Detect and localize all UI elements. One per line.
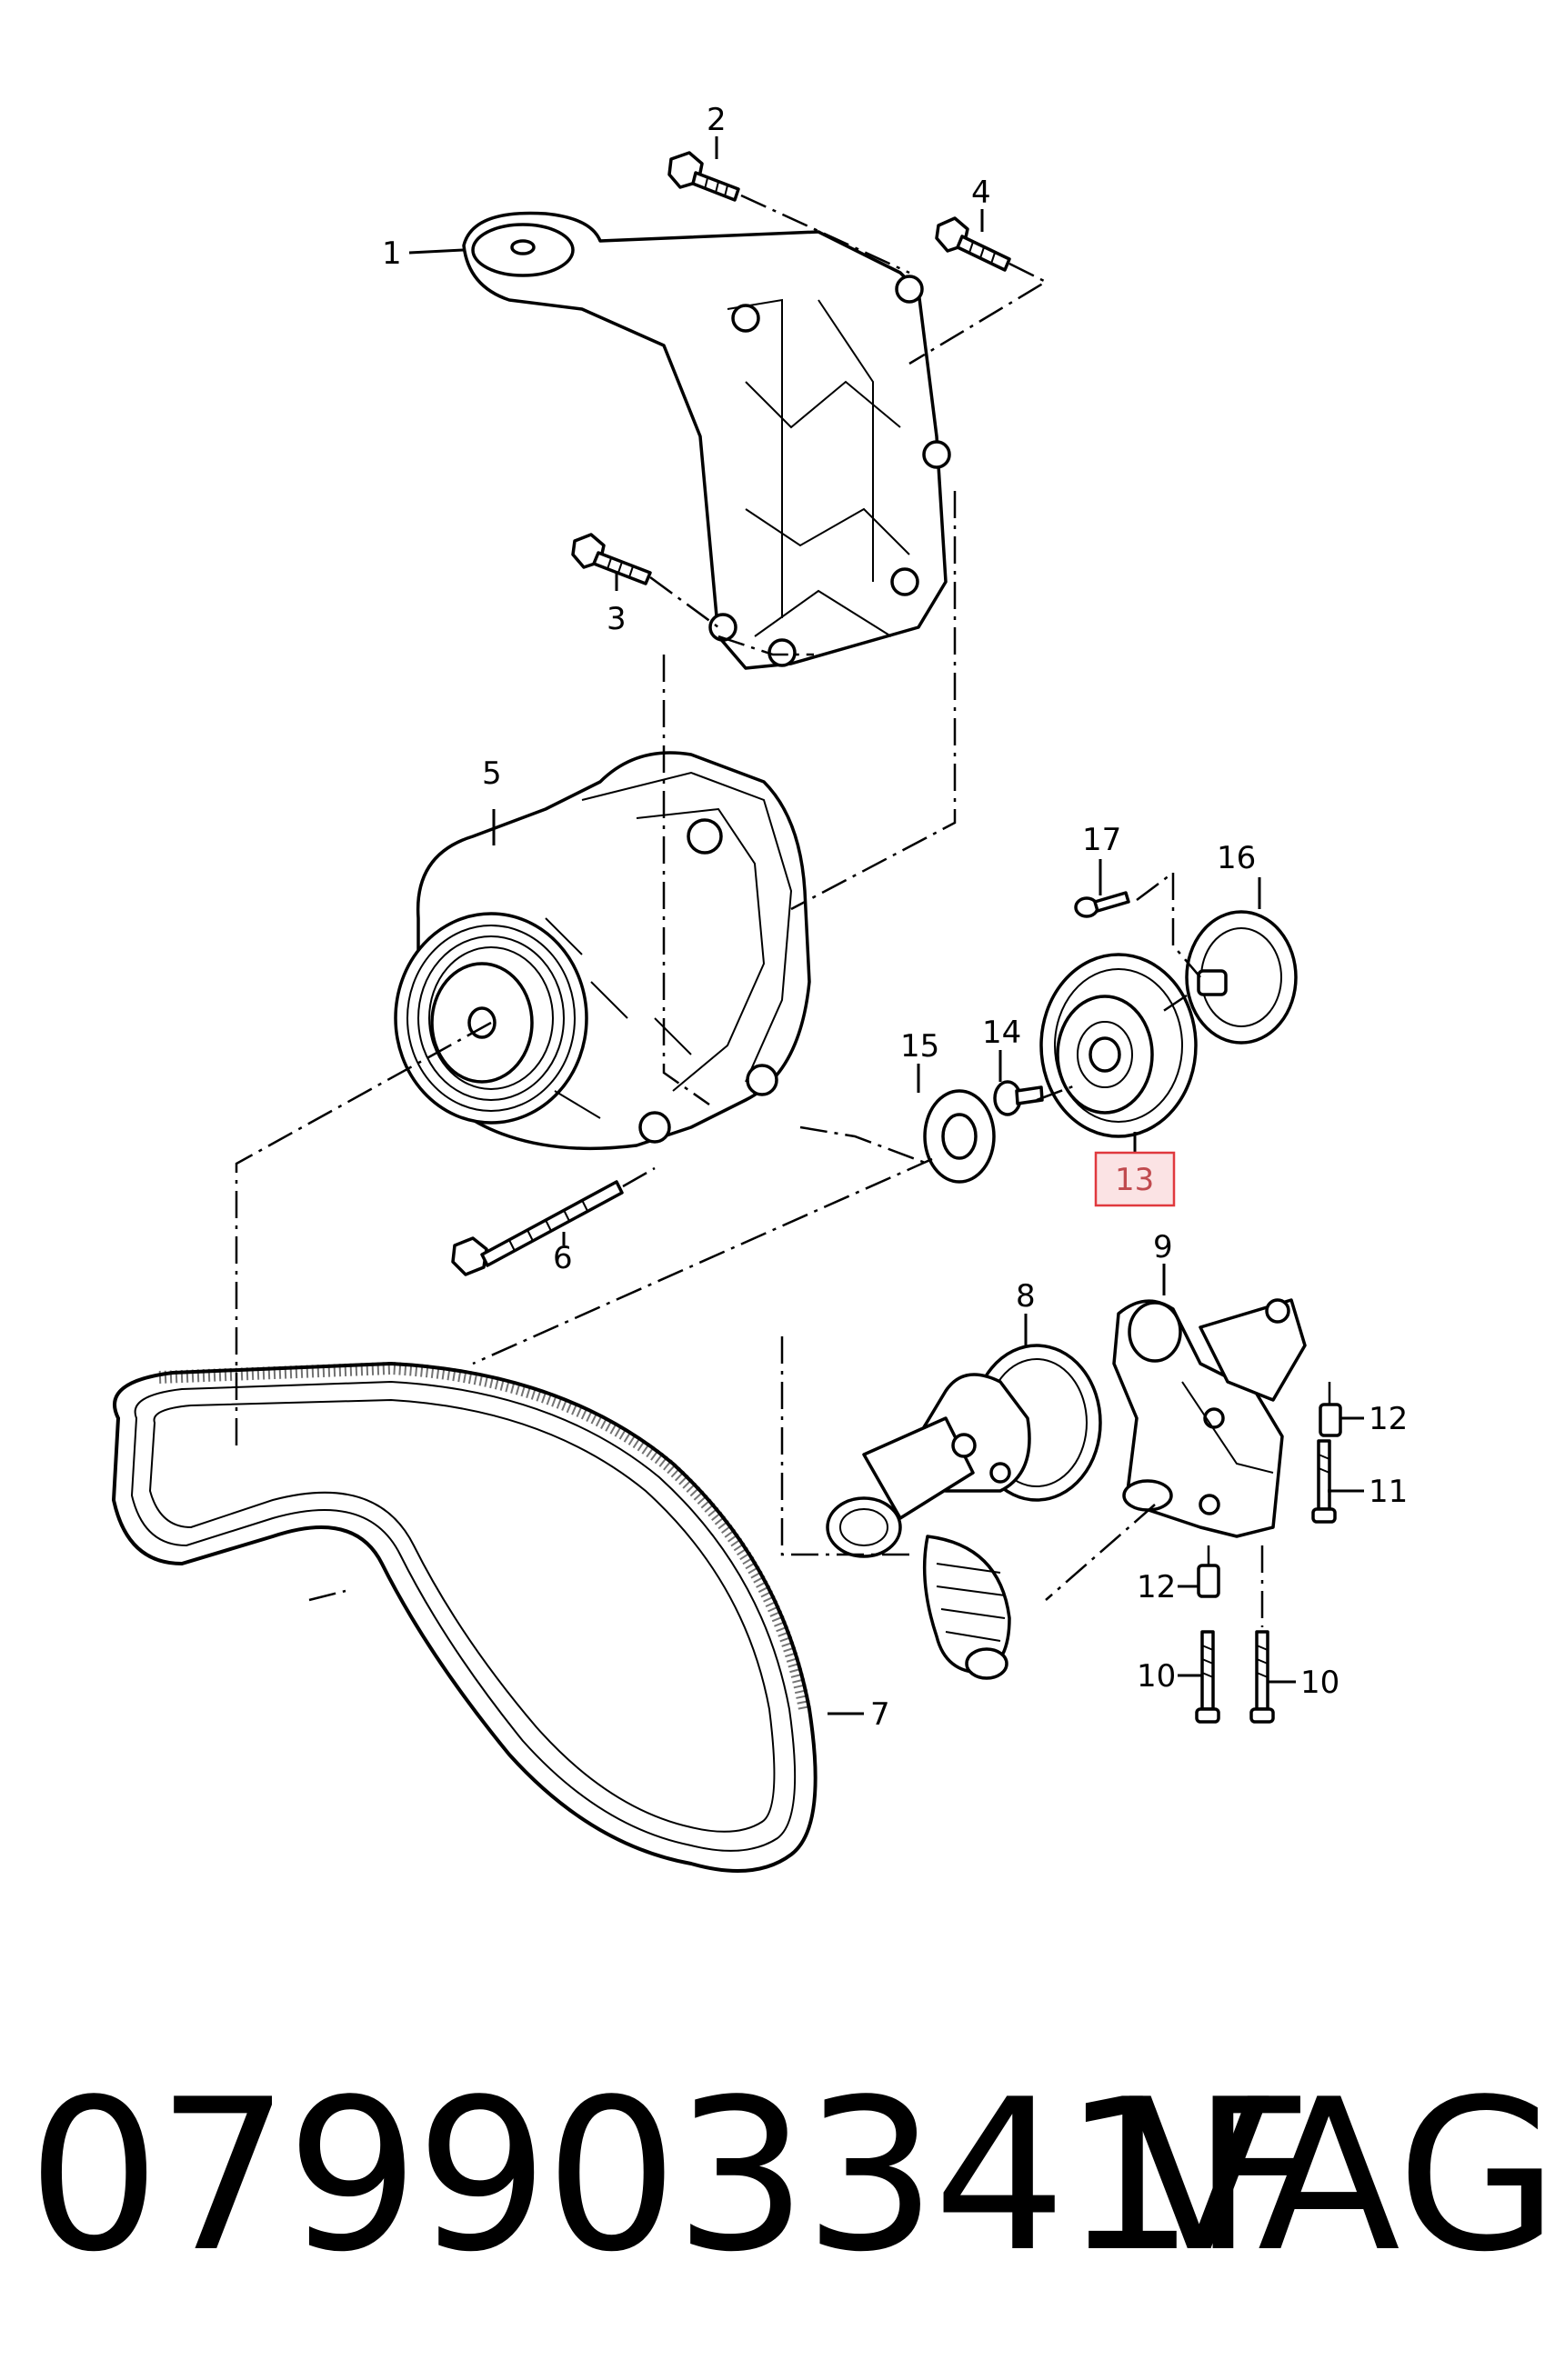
callout-13-highlight-box <box>1094 1151 1176 1207</box>
part-3-bolt <box>571 533 652 585</box>
callout-12-a: 12 <box>1369 1401 1408 1437</box>
part-14-bolt <box>993 1080 1044 1116</box>
part-2-bolt <box>667 151 740 202</box>
part-10-bolt-a <box>1195 1630 1220 1724</box>
callout-14: 14 <box>982 1015 1021 1051</box>
exploded-parts-diagram: 1 2 3 4 5 6 7 8 9 10 10 11 12 12 13 14 1… <box>111 102 1408 1873</box>
callout-13: 13 <box>1115 1162 1154 1198</box>
callout-4: 4 <box>971 175 991 211</box>
callout-17: 17 <box>1082 822 1121 858</box>
callout-11: 11 <box>1369 1474 1408 1510</box>
part-12-sleeve-a <box>1319 1403 1342 1437</box>
callout-5: 5 <box>482 755 502 792</box>
part-7-ribbed-belt <box>111 1361 818 1873</box>
part-11-bolt <box>1311 1439 1337 1524</box>
part-6-long-bolt <box>451 1180 624 1276</box>
part-12-sleeve-b <box>1197 1564 1220 1598</box>
callout-2: 2 <box>707 102 727 138</box>
part-10-bolt-b <box>1249 1630 1275 1724</box>
callout-10-b: 10 <box>1300 1665 1339 1701</box>
part-5-alternator <box>394 751 811 1151</box>
assembly-lines <box>235 194 1331 1627</box>
part-8-tensioner <box>826 1344 1102 1680</box>
callout-8: 8 <box>1016 1278 1036 1315</box>
callout-1: 1 <box>382 235 402 272</box>
callout-15: 15 <box>900 1028 939 1065</box>
part-4-bolt <box>935 216 1011 272</box>
callout-12-b: 12 <box>1137 1569 1176 1605</box>
part-number: 079903341F <box>27 2055 1312 2298</box>
part-16-cover <box>1185 910 1298 1045</box>
callout-3: 3 <box>607 601 627 637</box>
callout-6: 6 <box>553 1240 573 1276</box>
part-9-bracket <box>1112 1298 1307 1538</box>
callout-7: 7 <box>870 1696 890 1733</box>
part-17-screw <box>1074 891 1130 918</box>
brand-name: VAG <box>1128 2055 1545 2298</box>
callout-16: 16 <box>1217 840 1256 876</box>
leader-lines <box>408 136 1364 1715</box>
part-1-bracket <box>462 211 951 670</box>
part-13-idler-pulley <box>1039 953 1198 1138</box>
callout-9: 9 <box>1153 1229 1173 1265</box>
callout-10-a: 10 <box>1137 1658 1176 1695</box>
part-caption: 079903341F VAG <box>0 2027 1545 2327</box>
callout-labels: 1 2 3 4 5 6 7 8 9 10 10 11 12 12 13 14 1… <box>382 102 1408 1733</box>
part-15-washer <box>923 1089 996 1184</box>
